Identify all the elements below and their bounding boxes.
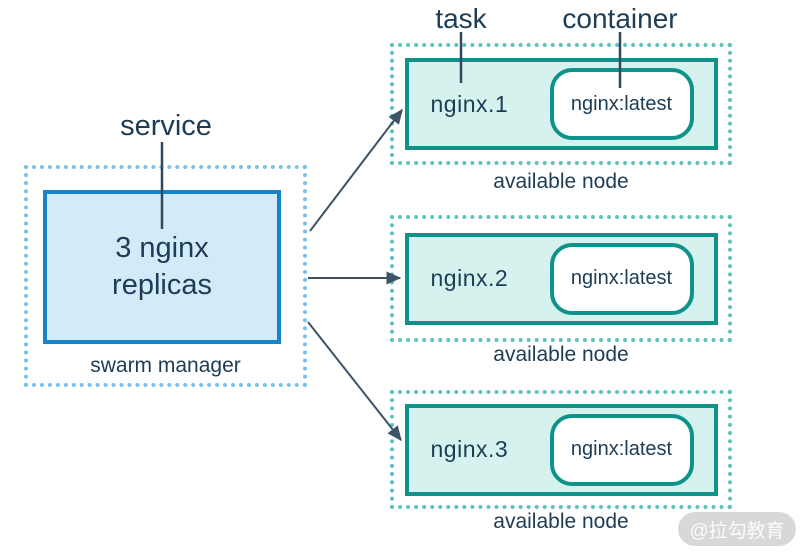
node-3-task-box: nginx.3 nginx:latest — [404, 403, 718, 496]
service-box-text-line1: 3 nginx — [115, 232, 209, 264]
service-box: 3 nginx replicas — [43, 190, 281, 344]
watermark-badge: @拉勾教育 — [678, 512, 796, 546]
container-label: container — [562, 3, 678, 34]
node-2-task-box: nginx.2 nginx:latest — [404, 232, 718, 325]
node-3-caption: available node — [493, 510, 629, 533]
node-1-container-image: nginx:latest — [570, 92, 673, 115]
node-1-dotted-boundary: nginx.1 nginx:latest — [390, 43, 732, 165]
node-2-task-name: nginx.2 — [430, 265, 509, 291]
service-box-text-line2: replicas — [112, 269, 212, 301]
swarm-manager-caption: swarm manager — [90, 354, 241, 377]
node-2-container-box: nginx:latest — [549, 242, 694, 315]
node-1-task-box: nginx.1 nginx:latest — [404, 58, 718, 150]
arrow-to-node-1 — [309, 108, 403, 232]
node-1-caption: available node — [493, 170, 629, 193]
node-3-dotted-boundary: nginx.3 nginx:latest — [390, 390, 732, 509]
node-3-container-image: nginx:latest — [570, 438, 673, 460]
task-label: task — [435, 3, 487, 34]
node-3-container-box: nginx:latest — [549, 413, 694, 486]
node-3-task-name: nginx.3 — [430, 436, 509, 462]
node-1-task-name: nginx.1 — [430, 90, 509, 117]
node-2-caption: available node — [493, 343, 629, 366]
node-2-dotted-boundary: nginx.2 nginx:latest — [390, 215, 732, 342]
swarm-manager-dotted-boundary — [24, 165, 307, 387]
node-1-container-box: nginx:latest — [549, 68, 694, 140]
service-label: service — [120, 110, 212, 142]
arrow-to-node-3 — [307, 321, 402, 442]
node-2-container-image: nginx:latest — [570, 267, 673, 289]
